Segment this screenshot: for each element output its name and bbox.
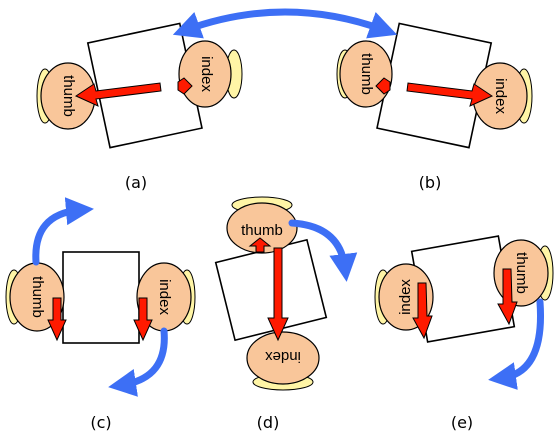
thumb-label: thumb	[241, 222, 283, 239]
force-arrow-e-index	[412, 282, 433, 340]
index-label: index	[156, 279, 173, 315]
force-arrow-d-up	[248, 237, 272, 253]
panel-label-d: (d)	[257, 413, 280, 432]
rotation-arrow-c-bottom	[108, 327, 168, 397]
thumb-label: thumb	[513, 252, 530, 294]
object-c	[62, 251, 140, 344]
finger-index-b: index	[472, 62, 533, 130]
panel-label-a: (a)	[125, 173, 147, 192]
force-arrow-c-index	[133, 297, 153, 342]
finger-index-d: index	[246, 331, 320, 391]
finger-thumb-b: thumb	[336, 40, 393, 108]
force-arrow-a-right	[177, 77, 193, 95]
panel-label-c: (c)	[90, 413, 111, 432]
finger-thumb-e: thumb	[493, 239, 554, 307]
index-label: index	[198, 56, 215, 92]
rotation-arrow-c-top	[32, 197, 94, 266]
panel-label-e: (e)	[451, 413, 473, 432]
finger-index-c: index	[136, 262, 196, 332]
rotation-arrow-e	[488, 298, 545, 390]
fingertip	[226, 202, 298, 254]
fingertip	[339, 40, 393, 108]
transition-arrow-ab	[172, 8, 398, 39]
thumb-label: thumb	[358, 53, 375, 95]
force-arrow-e-thumb	[497, 268, 518, 326]
panel-b: thumb index (b)	[336, 22, 533, 192]
force-arrow-c-thumb	[47, 297, 67, 342]
panel-e: index thumb (e)	[374, 235, 554, 432]
force-arrow-a-left	[74, 82, 162, 107]
force-arrow-b-left	[375, 77, 391, 95]
finger-thumb-a: thumb	[36, 62, 96, 130]
panel-label-b: (b)	[419, 173, 442, 192]
panel-a: thumb index (a)	[36, 22, 243, 192]
fingertip	[178, 40, 232, 108]
finger-index-a: index	[178, 40, 243, 108]
rotation-arrow-d	[288, 219, 358, 282]
finger-thumb-c: thumb	[5, 262, 65, 332]
finger-thumb-d: thumb	[226, 196, 298, 254]
fingertip	[246, 331, 320, 385]
index-label: index	[265, 348, 301, 365]
force-arrow-b-right	[406, 82, 494, 107]
force-arrow-d-down	[267, 247, 289, 342]
index-label: index	[397, 279, 414, 315]
panel-d: thumb index (d)	[214, 196, 358, 432]
thumb-label: thumb	[60, 75, 77, 117]
panel-c: thumb index (c)	[5, 197, 196, 432]
thumb-label: thumb	[29, 276, 46, 318]
index-label: index	[492, 78, 509, 114]
